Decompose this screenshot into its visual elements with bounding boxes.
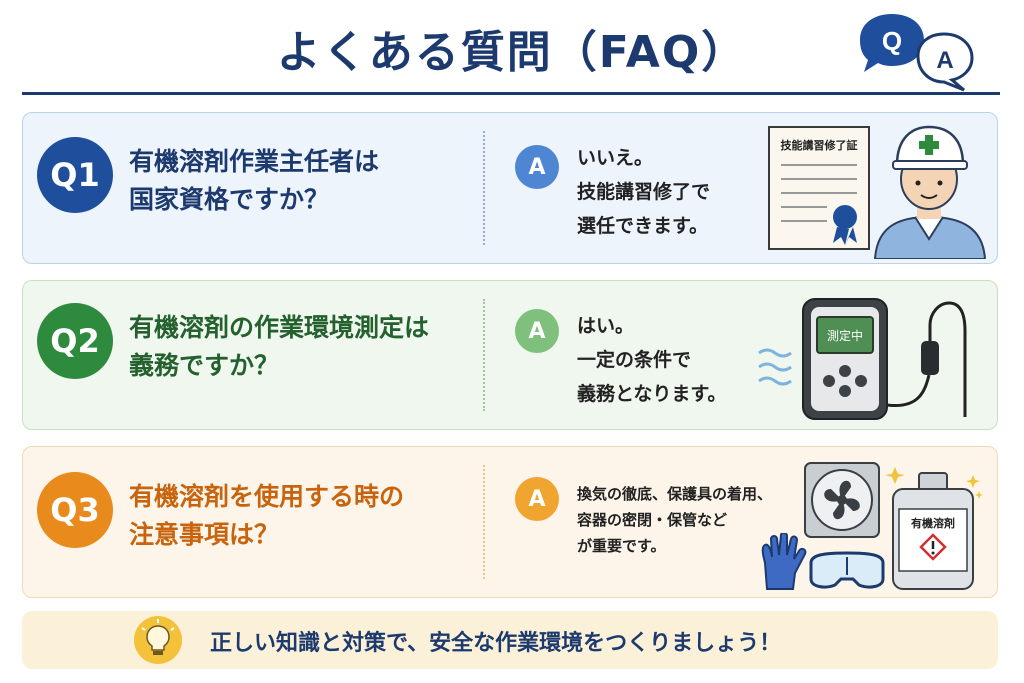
q2-badge: Q2	[37, 303, 113, 379]
q2-question-line: 有機溶剤の作業環境測定は	[129, 313, 430, 342]
page-title: よくある質問（FAQ）	[276, 27, 748, 78]
q3-badge: Q3	[37, 472, 113, 548]
q3-divider	[483, 465, 485, 579]
qa-icon-q: Q	[882, 26, 902, 56]
solvent-can-icon: 有機溶剤	[885, 467, 983, 590]
q1-badge: Q1	[37, 137, 113, 213]
q1-answer-line: 選任できます。	[577, 215, 709, 237]
q1-answer-badge: A	[515, 145, 559, 189]
q2-answer: はい。 一定の条件で 義務となります。	[577, 309, 757, 411]
air-waves-icon	[758, 348, 792, 386]
q1-divider	[483, 131, 485, 245]
q2-divider	[483, 299, 485, 411]
q3-question-line: 注意事項は？	[129, 520, 280, 549]
footer-message: 正しい知識と対策で、安全な作業環境をつくりましょう！	[210, 631, 782, 656]
q1-answer-line: いいえ。	[577, 147, 654, 169]
faq-card-q1: Q1 有機溶剤作業主任者は 国家資格ですか？ A いいえ。 技能講習修了で 選任…	[22, 112, 998, 264]
q1-question-line: 国家資格ですか？	[129, 185, 330, 214]
title-underline	[22, 92, 1000, 95]
gas-meter-icon: 測定中	[802, 298, 967, 420]
q2-answer-line: はい。	[577, 315, 635, 337]
q3-answer-badge: A	[515, 477, 559, 521]
ventilation-fan-icon	[804, 462, 880, 538]
qa-icon-a: A	[936, 47, 953, 74]
q1-question: 有機溶剤作業主任者は 国家資格ですか？	[129, 143, 479, 219]
certificate-icon: 技能講習修了証	[768, 126, 870, 250]
q3-answer-line: 換気の徹底、保護具の着用、	[577, 485, 773, 503]
q2-answer-line: 義務となります。	[577, 383, 727, 405]
qa-speech-bubbles-icon: Q A	[860, 14, 974, 92]
q3-question: 有機溶剤を使用する時の 注意事項は？	[129, 478, 479, 554]
footer-banner: 正しい知識と対策で、安全な作業環境をつくりましょう！	[22, 611, 998, 669]
lightbulb-icon	[134, 616, 182, 664]
worker-with-helmet-icon	[873, 125, 987, 259]
certificate-title: 技能講習修了証	[781, 138, 858, 152]
q2-answer-badge: A	[515, 309, 559, 353]
page-header: よくある質問（FAQ） Q A	[0, 0, 1024, 96]
faq-card-q3: Q3 有機溶剤を使用する時の 注意事項は？ A 換気の徹底、保護具の着用、 容器…	[22, 446, 998, 598]
q2-answer-line: 一定の条件で	[577, 349, 692, 371]
q1-answer-line: 技能講習修了で	[577, 181, 711, 203]
q3-answer-line: が重要です。	[577, 537, 666, 555]
q3-question-line: 有機溶剤を使用する時の	[129, 482, 405, 511]
protective-glove-icon	[761, 533, 807, 590]
q1-answer: いいえ。 技能講習修了で 選任できます。	[577, 141, 757, 243]
can-label: 有機溶剤	[911, 516, 955, 530]
safety-goggles-icon	[809, 551, 885, 589]
q1-question-line: 有機溶剤作業主任者は	[129, 147, 380, 176]
q2-question: 有機溶剤の作業環境測定は 義務ですか？	[129, 309, 479, 385]
q2-question-line: 義務ですか？	[129, 351, 280, 380]
q3-answer-line: 容器の密閉・保管など	[577, 511, 728, 529]
meter-display-text: 測定中	[827, 328, 863, 343]
q3-answer: 換気の徹底、保護具の着用、 容器の密閉・保管など が重要です。	[577, 481, 807, 559]
faq-card-q2: Q2 有機溶剤の作業環境測定は 義務ですか？ A はい。 一定の条件で 義務とな…	[22, 280, 998, 430]
